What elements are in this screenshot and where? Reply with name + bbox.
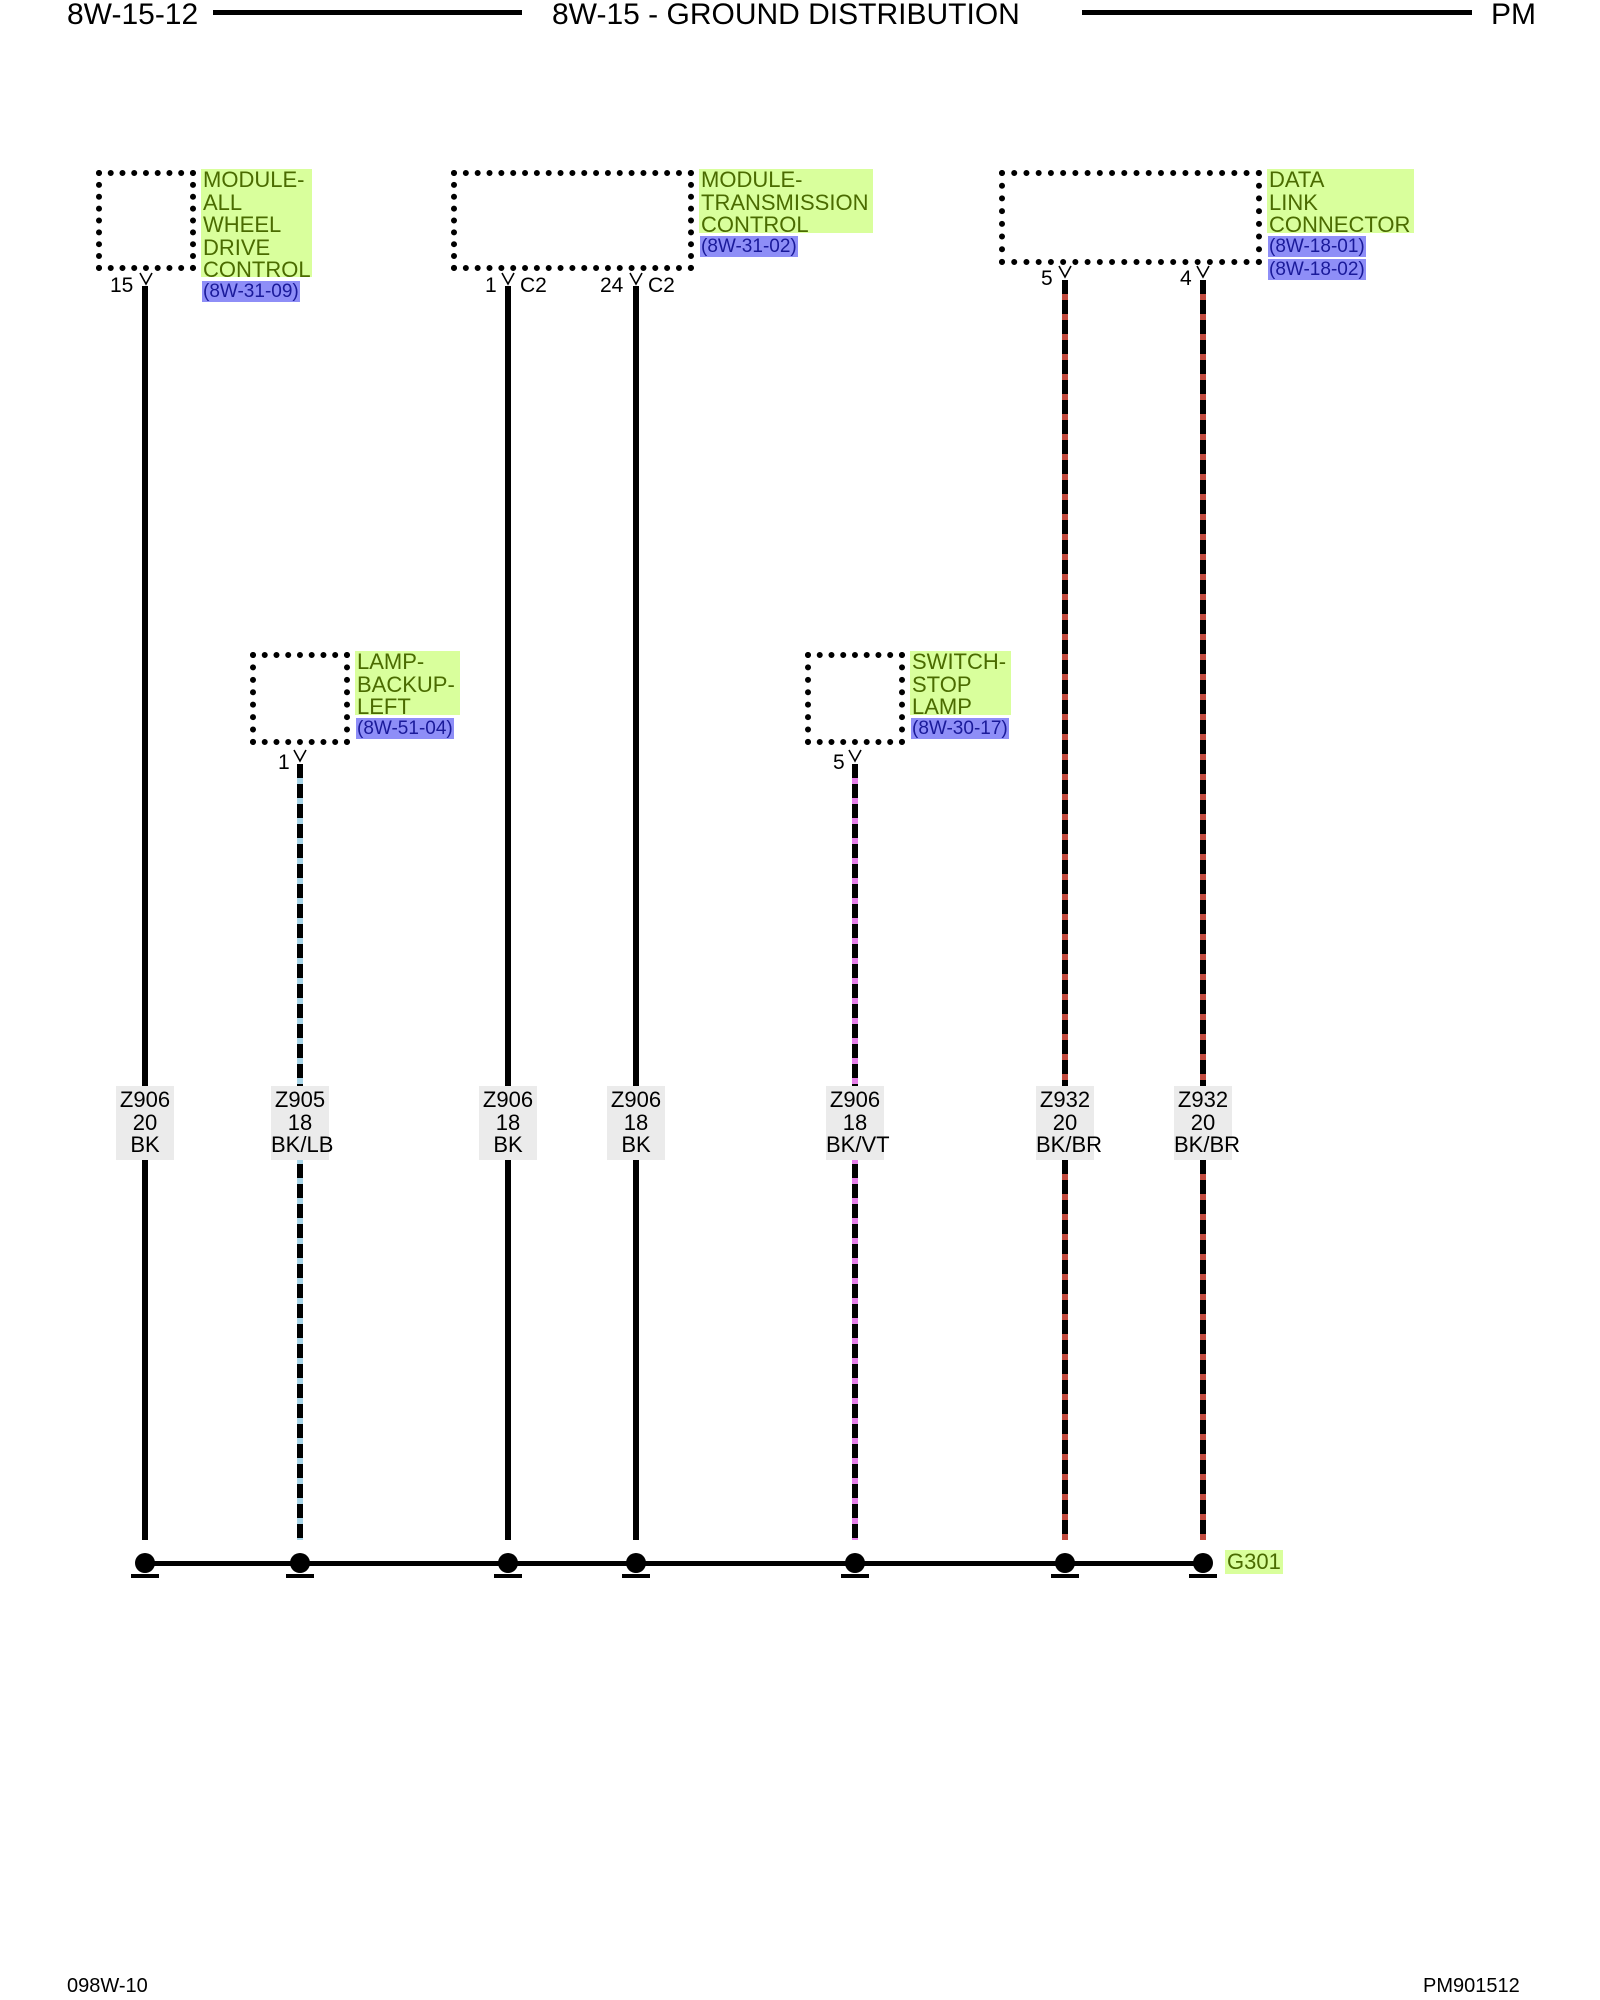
header-rule-right xyxy=(1082,10,1472,15)
footer-left-code: 098W-10 xyxy=(67,1975,148,1997)
page-title: 8W-15 - GROUND DISTRIBUTION xyxy=(552,0,1020,31)
terminal-symbol xyxy=(139,265,1210,763)
backup-lamp-ref[interactable]: (8W-51-04) xyxy=(356,718,454,739)
dlc-ref-1[interactable]: (8W-18-01) xyxy=(1268,236,1366,257)
connector-id: C2 xyxy=(648,274,675,297)
page-id: 8W-15-12 xyxy=(67,0,199,31)
header-rule-left xyxy=(213,10,522,15)
wire-z906-tcm-24[interactable] xyxy=(633,286,639,1540)
ground-tick xyxy=(841,1574,869,1578)
pin-number: 5 xyxy=(1041,267,1053,290)
ground-bus xyxy=(145,1561,1203,1566)
tcm-box xyxy=(451,170,694,271)
ground-tick xyxy=(1051,1574,1079,1578)
splice-node xyxy=(845,1553,865,1573)
ground-tick xyxy=(494,1574,522,1578)
splice-node xyxy=(135,1553,155,1573)
ground-tick xyxy=(286,1574,314,1578)
connector-id: C2 xyxy=(520,274,547,297)
ground-tick xyxy=(131,1574,159,1578)
splice-node xyxy=(1055,1553,1075,1573)
pin-number: 5 xyxy=(833,751,845,774)
splice-node xyxy=(498,1553,518,1573)
wire-z906-tcm-1[interactable] xyxy=(505,286,511,1540)
tcm-ref[interactable]: (8W-31-02) xyxy=(700,236,798,257)
dlc-box xyxy=(999,170,1262,265)
dlc-ref-2[interactable]: (8W-18-02) xyxy=(1268,259,1366,280)
pin-number: 1 xyxy=(278,751,290,774)
splice-node xyxy=(626,1553,646,1573)
ground-label: G301 xyxy=(1225,1549,1283,1574)
wire-z932-dlc-4[interactable] xyxy=(1200,280,1206,1540)
wire-z906-awd[interactable] xyxy=(142,286,148,1540)
backup-lamp-box xyxy=(250,652,350,745)
stop-switch-ref[interactable]: (8W-30-17) xyxy=(911,718,1009,739)
splice-node xyxy=(290,1553,310,1573)
backup-lamp-label: LAMP-BACKUP-LEFT xyxy=(355,650,460,718)
page-code: PM xyxy=(1491,0,1536,31)
footer-right-code: PM901512 xyxy=(1423,1975,1520,1997)
pin-number: 15 xyxy=(110,274,134,297)
stop-switch-box xyxy=(805,652,905,745)
awd-module-ref[interactable]: (8W-31-09) xyxy=(202,281,300,302)
pin-number: 4 xyxy=(1180,267,1192,290)
pin-number: 1 xyxy=(485,274,497,297)
pin-number: 24 xyxy=(600,274,624,297)
wire-z932-dlc-5[interactable] xyxy=(1062,280,1068,1540)
ground-tick xyxy=(1189,1574,1217,1578)
splice-node xyxy=(1193,1553,1213,1573)
ground-tick xyxy=(622,1574,650,1578)
awd-module-box xyxy=(96,170,196,271)
